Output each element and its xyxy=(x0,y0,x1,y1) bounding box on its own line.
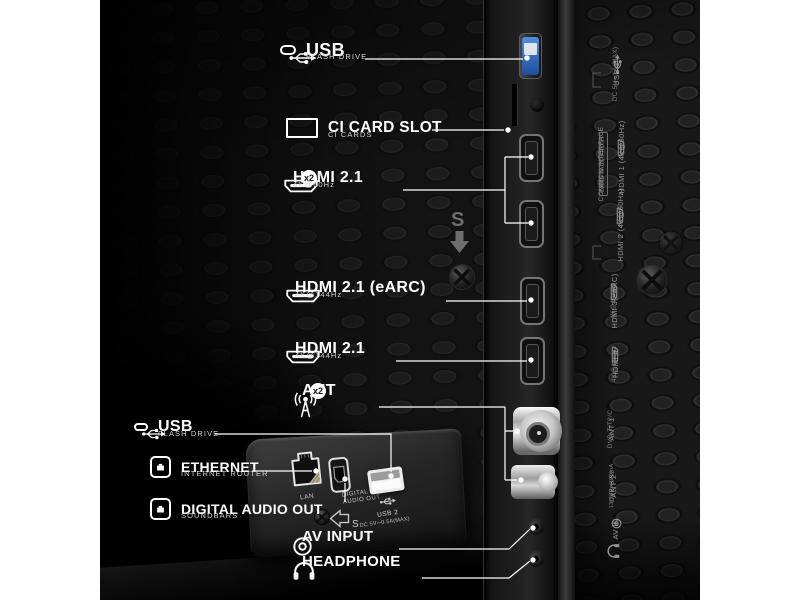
callout-title: AV INPUT xyxy=(302,527,374,545)
port-name: HDMI 2 (4K@60Hz) xyxy=(616,188,625,262)
screw-icon xyxy=(658,230,684,256)
optical-port-icon xyxy=(150,498,171,520)
callout-subtitle: 4K@60Hz xyxy=(293,180,335,189)
port-spec: 4K@144Hz xyxy=(611,346,618,382)
s-marker-side: S xyxy=(451,209,464,231)
card-face-note: CARD FACE FRONT xyxy=(599,131,608,197)
callout-subtitle: CI CARDS xyxy=(328,130,373,139)
callout-usb-flash-drive: USB FLASH DRIVE xyxy=(280,40,366,65)
ci-slot-icon xyxy=(286,118,318,138)
callout-subtitle: 4K@144Hz xyxy=(295,290,343,299)
callout-subtitle: SOUNDBARS xyxy=(181,511,239,520)
callout-title: HEADPHONE xyxy=(302,552,401,570)
port-name: HDMI 1 (4K@60Hz) xyxy=(617,120,626,194)
screw-icon xyxy=(636,264,668,296)
usb-icon xyxy=(134,423,166,440)
port-spec: DC 5V⎓1A(MAX) xyxy=(612,46,619,102)
callout-usb-flash-drive-2: USB FLASH DRIVE xyxy=(134,418,218,440)
port-name: AV IN xyxy=(611,518,620,540)
callout-subtitle: 4K@144Hz xyxy=(295,351,343,360)
left-arrow-icon xyxy=(329,509,350,528)
callout-ci-card-slot: CI CARD SLOT CI CARDS xyxy=(286,118,442,139)
callout-ethernet: ETHERNET INTERNET ROUTER xyxy=(150,456,268,478)
x2-badge: x2 xyxy=(310,383,326,399)
callout-subtitle: FLASH DRIVE xyxy=(158,429,220,438)
callout-digital-audio-out: DIGITAL AUDIO OUT SOUNDBARS xyxy=(150,498,322,520)
port-spec2: 13/18V⎓420mA xyxy=(609,463,615,509)
port-spec: DVB-T/T2/C xyxy=(607,409,614,449)
callout-subtitle: INTERNET ROUTER xyxy=(181,469,269,478)
port-spec: 4K@144Hz xyxy=(610,283,617,319)
usb-icon xyxy=(280,45,317,65)
callout-subtitle: FLASH DRIVE xyxy=(306,52,368,61)
screw-icon xyxy=(449,264,475,290)
down-arrow-icon xyxy=(450,231,469,253)
ethernet-port-icon xyxy=(150,456,171,478)
